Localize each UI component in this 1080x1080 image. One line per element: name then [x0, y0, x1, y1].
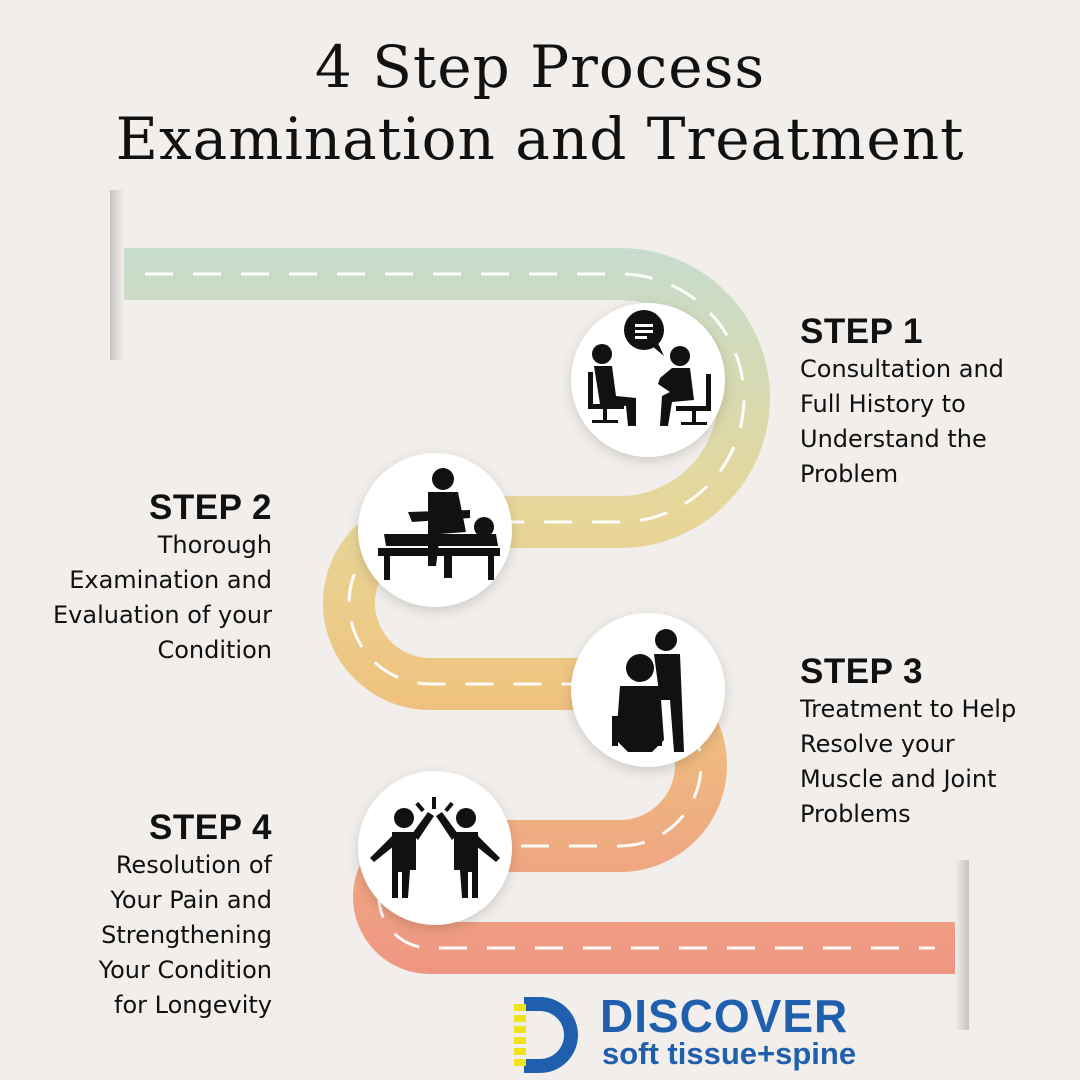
high-five-icon: [370, 797, 500, 898]
step-3-heading: STEP 3: [800, 652, 923, 691]
logo-name: DISCOVER: [600, 990, 849, 1042]
step-1-description: Consultation and Full History to Underst…: [800, 355, 1004, 488]
title-line-2: Examination and Treatment: [115, 105, 965, 173]
step-3-icon-circle: [571, 613, 725, 767]
road-center-line: [145, 272, 935, 950]
step-2-heading: STEP 2: [149, 488, 272, 527]
step-4-text: STEP 4 Resolution of Your Pain and Stren…: [20, 810, 272, 1023]
treatment-icon: [612, 629, 684, 752]
consultation-icon: [588, 310, 711, 426]
step-4-description: Resolution of Your Pain and Strengthenin…: [98, 851, 272, 1019]
step-4-icon-circle: [358, 771, 512, 925]
road-start-edge-shadow: [110, 190, 124, 360]
discover-logo-icon: [514, 997, 578, 1073]
logo-tagline: soft tissue+spine: [602, 1036, 857, 1071]
examination-icon: [378, 468, 500, 580]
title-line-1: 4 Step Process: [314, 33, 766, 101]
step-2-description: Thorough Examination and Evaluation of y…: [53, 531, 272, 664]
step-1-heading: STEP 1: [800, 312, 923, 351]
step-4-heading: STEP 4: [149, 808, 272, 847]
step-1-text: STEP 1 Consultation and Full History to …: [800, 314, 1070, 492]
step-3-text: STEP 3 Treatment to Help Resolve your Mu…: [800, 654, 1075, 832]
step-2-text: STEP 2 Thorough Examination and Evaluati…: [20, 490, 272, 668]
step-1-icon-circle: [571, 303, 725, 457]
step-2-icon-circle: [358, 453, 512, 607]
step-3-description: Treatment to Help Resolve your Muscle an…: [800, 695, 1017, 828]
road-end-edge-shadow: [955, 860, 969, 1030]
